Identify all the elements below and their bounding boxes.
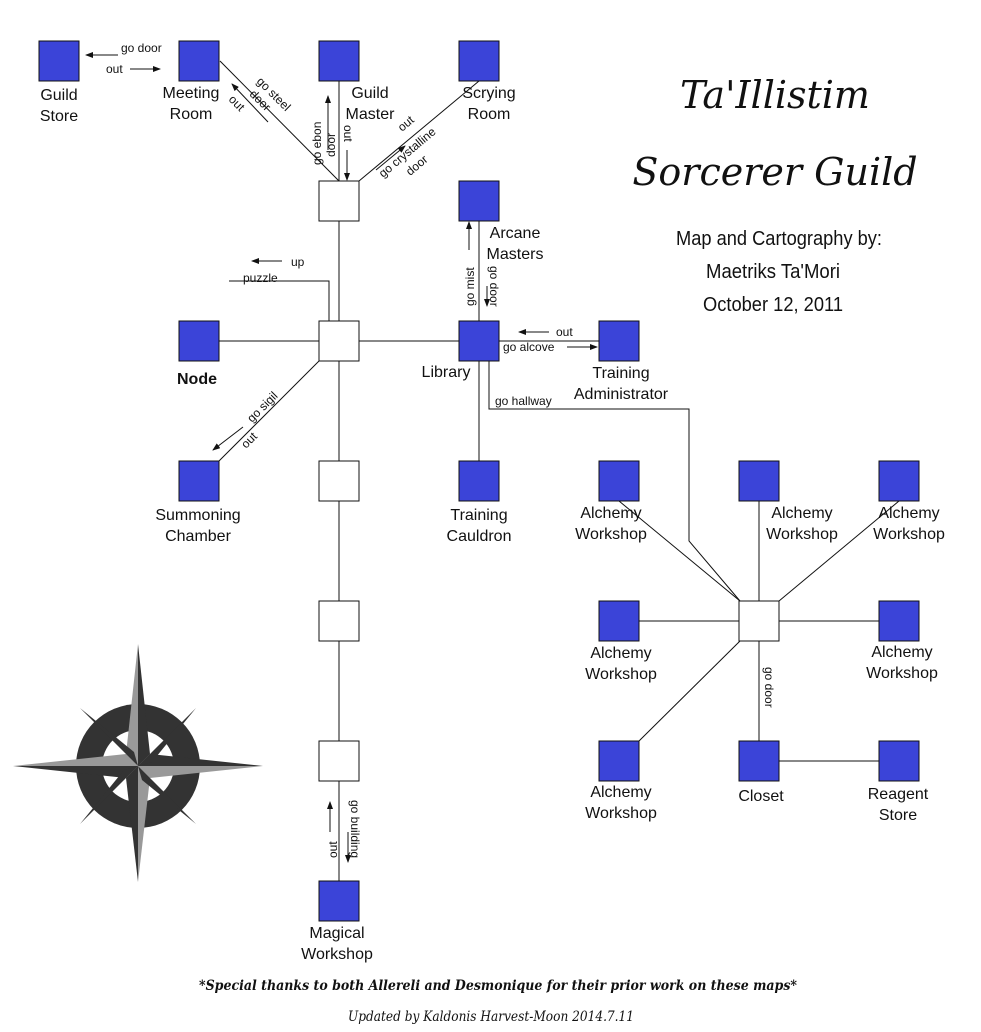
label-node: Node [177,371,217,388]
room-training-administrator[interactable] [598,320,640,362]
room-alchemy-workshop-w[interactable] [598,600,640,642]
credit-line2: Maetriks Ta'Mori [706,261,840,283]
room-alchemy-workshop-ne[interactable] [878,460,920,502]
command-labels: go door out go steeldoor out go ebondoor… [106,41,776,858]
room-alchemy-workshop-sw[interactable] [598,740,640,782]
junction-corridor-3 [318,740,360,782]
cmd-go-sigil: go sigil [244,389,280,425]
footer-updated: Updated by Kaldonis Harvest-Moon 2014.7.… [348,1009,634,1025]
room-node[interactable] [178,320,220,362]
title-block: Ta'Illistim Sorcerer Guild Map and Carto… [632,73,917,316]
label-closet: Closet [738,788,784,805]
junction-corridor-1 [318,460,360,502]
junction-corridor-2 [318,600,360,642]
cmd-go-steel-door: go steeldoor [244,74,294,124]
credit-line3: October 12, 2011 [703,294,843,316]
room-alchemy-workshop-n[interactable] [738,460,780,502]
cmd-up: up [291,255,305,269]
cmd-go-crystalline-door: go crystallinedoor [376,124,449,192]
room-alchemy-workshop-nw[interactable] [598,460,640,502]
cmd-go-mist: go mist [463,267,477,306]
room-arcane-masters[interactable] [458,180,500,222]
cmd-out-magical-workshop: out [326,841,340,858]
rooms [38,40,920,922]
cmd-go-door-guild-store: go door [121,41,162,55]
cmd-go-door-arcane: go door [487,266,501,307]
direction-arrows [85,52,598,863]
room-library[interactable] [458,320,500,362]
footer-thanks: *Special thanks to both Allereli and Des… [199,978,798,994]
cmd-go-door-closet: go door [762,667,776,708]
footer: *Special thanks to both Allereli and Des… [199,978,798,1025]
cmd-go-building: go building [348,800,362,858]
compass-rose-icon [13,644,263,882]
cmd-out-training-admin: out [556,325,573,339]
cmd-out-summoning: out [238,429,260,451]
room-scrying-room[interactable] [458,40,500,82]
cmd-out-meeting-room: out [226,92,248,114]
cmd-go-ebon-door: go ebondoor [310,122,338,165]
cmd-go-hallway: go hallway [495,394,552,408]
label-library: Library [422,364,471,381]
room-alchemy-workshop-e[interactable] [878,600,920,642]
cmd-puzzle: puzzle [243,271,278,285]
junctions [318,180,780,782]
room-training-cauldron[interactable] [458,460,500,502]
cmd-out-guild-master: out [341,125,355,142]
junction-top [318,180,360,222]
map-title-line1: Ta'Illistim [680,73,870,117]
room-meeting-room[interactable] [178,40,220,82]
cmd-go-alcove: go alcove [503,340,555,354]
room-reagent-store[interactable] [878,740,920,782]
cmd-out-guild-store: out [106,62,123,76]
connections [218,60,900,881]
room-closet[interactable] [738,740,780,782]
room-guild-store[interactable] [38,40,80,82]
room-magical-workshop[interactable] [318,880,360,922]
room-summoning-chamber[interactable] [178,460,220,502]
junction-alchemy [738,600,780,642]
cmd-out-scrying-room: out [395,112,417,134]
room-guild-master[interactable] [318,40,360,82]
map-title-line2: Sorcerer Guild [632,150,917,194]
junction-center [318,320,360,362]
credit-line1: Map and Cartography by: [676,228,882,250]
